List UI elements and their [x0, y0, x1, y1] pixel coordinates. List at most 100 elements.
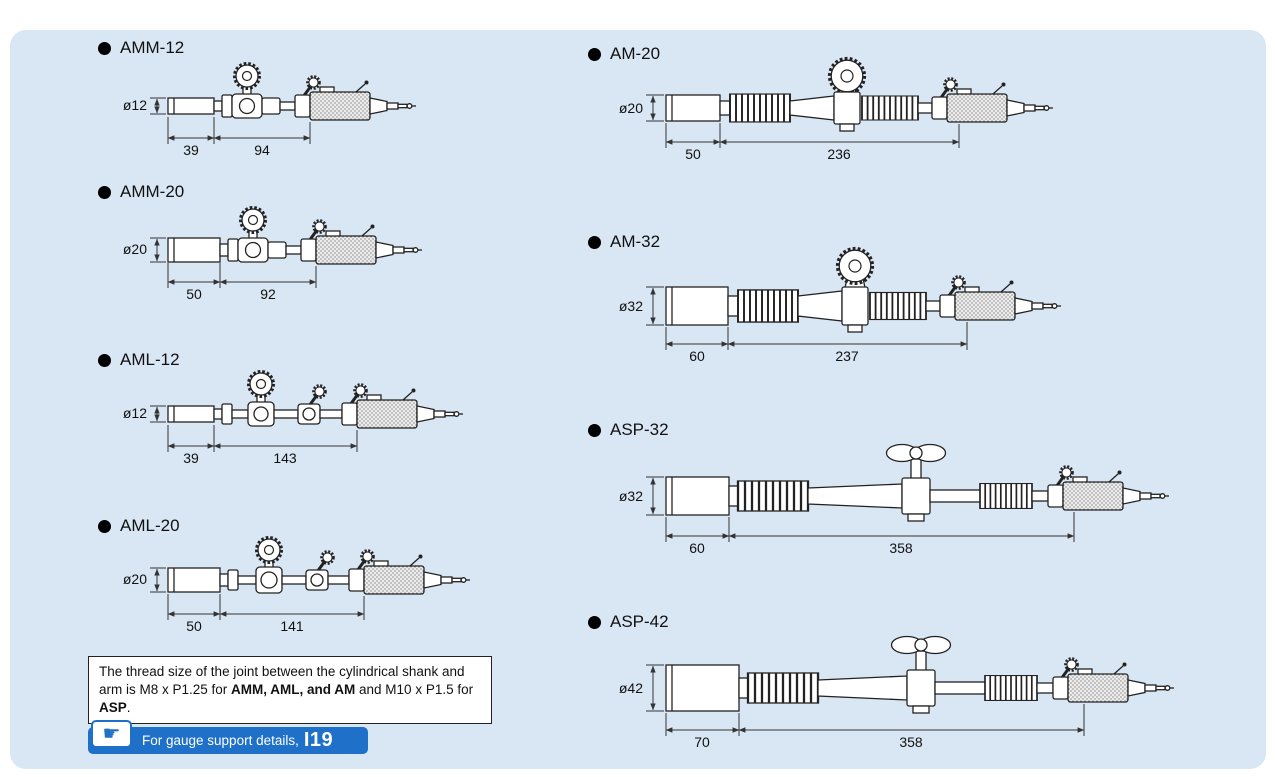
blue-panel: [10, 30, 1266, 769]
joint-knob-icon: [307, 384, 327, 408]
dia-label: ø20: [123, 241, 147, 257]
note-period: .: [126, 699, 131, 715]
drawing-aml-20: ø20 50 141: [123, 536, 471, 634]
arm-assembly: [737, 246, 965, 333]
figure-label-am-20: AM-20: [588, 44, 660, 64]
drawing-asp-32: ø32 60 358: [619, 443, 1170, 556]
dim1-label: 39: [183, 142, 199, 158]
dial-indicator-icon: [315, 223, 423, 265]
dim2-label: 143: [273, 450, 297, 466]
figure-label-aml-20: AML-20: [98, 516, 180, 536]
dim1-label: 60: [689, 348, 705, 364]
diameter-dimension: ø20: [123, 237, 166, 263]
dia-label: ø32: [619, 488, 643, 504]
length-dimensions: 39 94: [167, 117, 311, 158]
bellows-icon: [979, 482, 1033, 510]
bellows-icon: [729, 93, 791, 123]
clamp-knob-icon: [233, 62, 261, 100]
diameter-dimension: ø12: [123, 97, 166, 115]
length-dimensions: 70 358: [665, 704, 1085, 750]
drawing-am-32: ø32 60 237: [619, 246, 1062, 364]
dial-indicator-icon: [1067, 661, 1175, 703]
bullet-icon: [588, 47, 601, 61]
dim2-label: 358: [899, 734, 923, 750]
dim2-label: 92: [260, 286, 276, 302]
figure-name: ASP-42: [610, 612, 669, 631]
dia-label: ø20: [619, 100, 643, 116]
bullet-icon: [98, 353, 111, 367]
bellows-icon: [746, 671, 820, 705]
bullet-icon: [588, 235, 601, 249]
arm-assembly: [729, 56, 957, 132]
bullet-icon: [588, 423, 601, 437]
figure-name: AM-32: [610, 232, 661, 251]
arm-assembly: [227, 206, 326, 263]
figure-label-amm-12: AMM-12: [98, 38, 184, 58]
gauge-support-banner: ☛ For gauge support details, I19: [88, 720, 368, 754]
length-dimensions: 50 236: [665, 123, 960, 162]
clamp-knob-icon: [239, 206, 267, 244]
shank: [665, 476, 739, 516]
drawing-asp-42: ø42 70 358: [619, 635, 1175, 750]
arm-assembly: [746, 635, 1078, 714]
diameter-dimension: ø42: [619, 664, 664, 712]
diameter-dimension: ø20: [619, 94, 664, 122]
shank: [167, 405, 223, 423]
dim2-label: 236: [827, 146, 851, 162]
dia-label: ø32: [619, 298, 643, 314]
banner-page-ref: I19: [303, 729, 334, 751]
diameter-dimension: ø20: [123, 567, 166, 593]
note-bold-asp: ASP: [99, 699, 127, 715]
pointing-hand-icon: ☛: [91, 720, 132, 748]
bellows-icon: [869, 291, 927, 321]
dia-label: ø12: [123, 405, 147, 421]
dim2-label: 237: [835, 348, 859, 364]
drawing-am-20: ø20 50 236: [619, 56, 1054, 162]
dial-indicator-icon: [946, 81, 1054, 123]
drawing-amm-12: ø12 39 94: [123, 62, 417, 158]
shank: [167, 237, 229, 263]
shank: [167, 567, 229, 593]
dim1-label: 70: [694, 734, 710, 750]
figure-name: AMM-20: [120, 182, 185, 201]
t-handle-icon: [890, 635, 952, 674]
dim2-label: 358: [889, 540, 913, 556]
figure-label-am-32: AM-32: [588, 232, 660, 252]
figure-name: ASP-32: [610, 420, 669, 439]
dim1-label: 39: [183, 450, 199, 466]
dial-indicator-icon: [356, 387, 464, 429]
arm-assembly: [221, 62, 320, 119]
t-handle-icon: [885, 443, 947, 482]
dim1-label: 50: [685, 146, 701, 162]
dim1-label: 50: [186, 286, 202, 302]
arm-assembly: [736, 443, 1073, 522]
bullet-icon: [98, 185, 111, 199]
bellows-icon: [736, 479, 810, 513]
length-dimensions: 60 237: [665, 322, 968, 364]
figure-name: AML-20: [120, 516, 180, 535]
shank: [665, 94, 731, 122]
length-dimensions: 50 92: [167, 263, 317, 302]
clamp-knob-icon: [835, 246, 875, 295]
shank: [665, 664, 749, 712]
diameter-dimension: ø32: [619, 476, 664, 516]
diameter-dimension: ø12: [123, 405, 166, 423]
dia-label: ø20: [123, 571, 147, 587]
shank: [167, 97, 223, 115]
dim2-label: 141: [280, 618, 304, 634]
dim1-label: 50: [186, 618, 202, 634]
bullet-icon: [98, 519, 111, 533]
figure-name: AML-12: [120, 350, 180, 369]
dial-indicator-icon: [1062, 469, 1170, 511]
dia-label: ø12: [123, 97, 147, 113]
note-text-1: The thread size of the joint between the…: [99, 664, 465, 697]
drawing-aml-12: ø12 39 143: [123, 370, 464, 466]
arm-assembly: [221, 370, 367, 427]
shank: [665, 286, 739, 326]
bellows-icon: [737, 288, 799, 324]
note-text-2: and M10 x P1.5 for: [355, 681, 474, 697]
dia-label: ø42: [619, 680, 643, 696]
arm-assembly: [227, 536, 374, 594]
bellows-icon: [984, 674, 1038, 702]
